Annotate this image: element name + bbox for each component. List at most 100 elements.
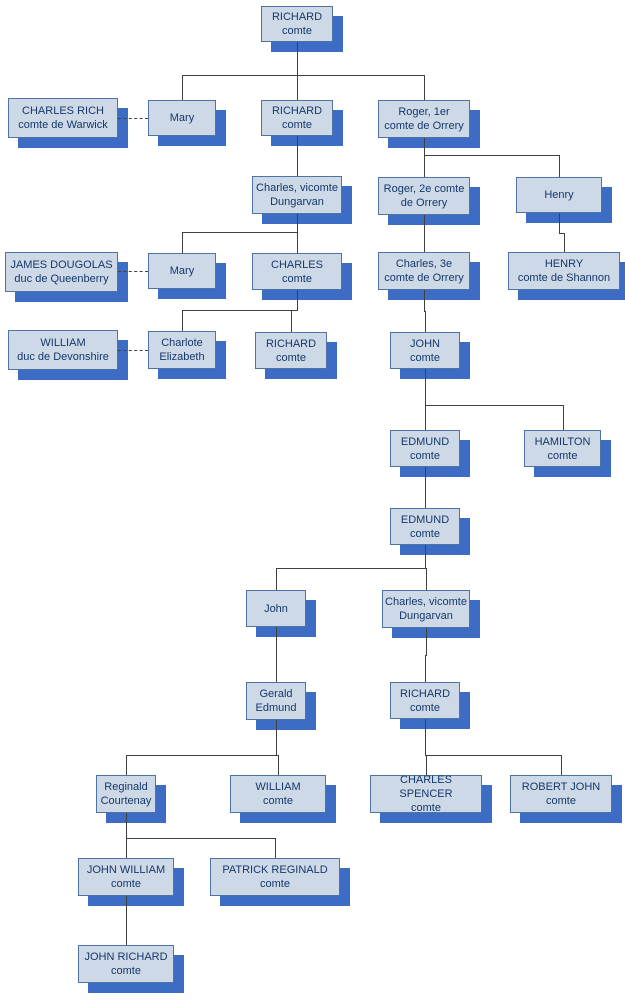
descent-connector-segment	[276, 568, 277, 590]
descent-connector-segment	[126, 838, 127, 858]
person-name: CHARLES SPENCER	[399, 774, 453, 800]
descent-connector-segment	[276, 568, 427, 569]
person-title: comte	[282, 119, 312, 131]
person-node: Mary	[148, 253, 216, 289]
person-name: Roger, 1er	[398, 106, 450, 118]
person-title: comte	[111, 878, 141, 890]
person-title: duc de Devonshire	[17, 351, 109, 363]
person-node: CHARLES RICH comte de Warwick	[8, 98, 118, 138]
person-title: comte	[410, 527, 440, 540]
descent-connector-segment	[182, 75, 183, 100]
person-name: Charles, vicomte	[385, 596, 467, 608]
person-name: Charles, vicomte	[256, 182, 338, 194]
marriage-connector	[118, 350, 148, 351]
person-name: Charles, 3e	[395, 258, 453, 270]
descent-connector-segment	[126, 838, 276, 839]
person-name: HENRY	[544, 258, 584, 270]
person-name: EDMUND	[400, 513, 450, 526]
person-title: Dungarvan	[270, 196, 324, 208]
person-name: Charlote	[161, 337, 203, 349]
person-title: comte	[546, 795, 576, 807]
descent-connector-segment	[276, 720, 277, 755]
person-node: Mary	[148, 100, 216, 136]
descent-connector-segment	[297, 232, 298, 253]
descent-connector-segment	[291, 310, 292, 332]
descent-connector-segment	[563, 405, 564, 430]
person-node: JOHN WILLIAM comte	[78, 858, 174, 896]
descent-connector-segment	[425, 755, 562, 756]
person-title: de Orrery	[400, 197, 448, 209]
person-title: comte	[260, 878, 290, 890]
person-title: comte	[410, 351, 440, 364]
person-name: John	[264, 602, 288, 615]
descent-connector-segment	[426, 755, 427, 775]
descent-connector-segment	[424, 75, 425, 100]
person-node: HENRY comte de Shannon	[508, 252, 620, 290]
descent-connector-segment	[297, 136, 298, 156]
descent-connector-segment	[276, 655, 277, 682]
person-name: JOHN RICHARD	[84, 951, 168, 963]
person-name: ROBERT JOHN	[521, 781, 601, 793]
descent-connector-segment	[425, 719, 426, 755]
person-name: HAMILTON	[534, 435, 591, 448]
descent-connector-segment	[425, 655, 427, 656]
person-title: comte de Shannon	[517, 272, 611, 284]
person-name: RICHARD	[271, 11, 323, 23]
descent-connector-segment	[297, 156, 298, 176]
person-name: Henry	[544, 189, 574, 201]
person-name: RICHARD	[265, 337, 317, 350]
person-name: JOHN	[410, 337, 440, 350]
descent-connector-segment	[126, 755, 279, 756]
person-name: Roger, 2e comte	[383, 183, 465, 195]
descent-connector-segment	[297, 42, 298, 75]
person-title: Elizabeth	[159, 351, 205, 363]
person-title: comte	[411, 802, 441, 814]
descent-connector-segment	[425, 655, 426, 682]
descent-connector-segment	[126, 813, 127, 838]
descent-connector-segment	[425, 405, 564, 406]
descent-connector-segment	[425, 311, 426, 332]
descent-connector-segment	[425, 545, 426, 568]
person-name: Mary	[169, 265, 195, 277]
person-title: comte de Orrery	[384, 272, 464, 284]
descent-connector-segment	[564, 233, 565, 252]
person-title: Edmund	[255, 702, 297, 714]
descent-connector-segment	[182, 232, 183, 253]
person-title: comte de Warwick	[18, 119, 108, 131]
descent-connector-segment	[559, 155, 560, 177]
person-name: CHARLES RICH	[22, 105, 104, 117]
person-name: WILLIAM	[255, 781, 301, 793]
descent-connector-segment	[424, 215, 425, 234]
descent-connector-segment	[425, 369, 426, 405]
person-name: Mary	[169, 112, 195, 124]
descent-connector-segment	[559, 213, 560, 233]
descent-connector-segment	[424, 155, 560, 156]
person-name: JOHN WILLIAM	[86, 864, 166, 876]
descent-connector-segment	[126, 755, 127, 775]
descent-connector-segment	[424, 234, 425, 252]
descent-connector-segment	[424, 290, 425, 311]
person-name: CHARLES	[271, 258, 323, 271]
person-node: ROBERT JOHN comte	[510, 775, 612, 813]
person-title: Dungarvan	[399, 610, 453, 622]
person-title: comte	[111, 965, 141, 977]
person-node: Charles, 3e comte de Orrery	[378, 252, 470, 290]
descent-connector-segment	[424, 155, 425, 177]
person-name: Reginald	[104, 781, 148, 793]
person-node: JOHN RICHARD comte	[78, 945, 174, 983]
descent-connector-segment	[297, 290, 298, 310]
